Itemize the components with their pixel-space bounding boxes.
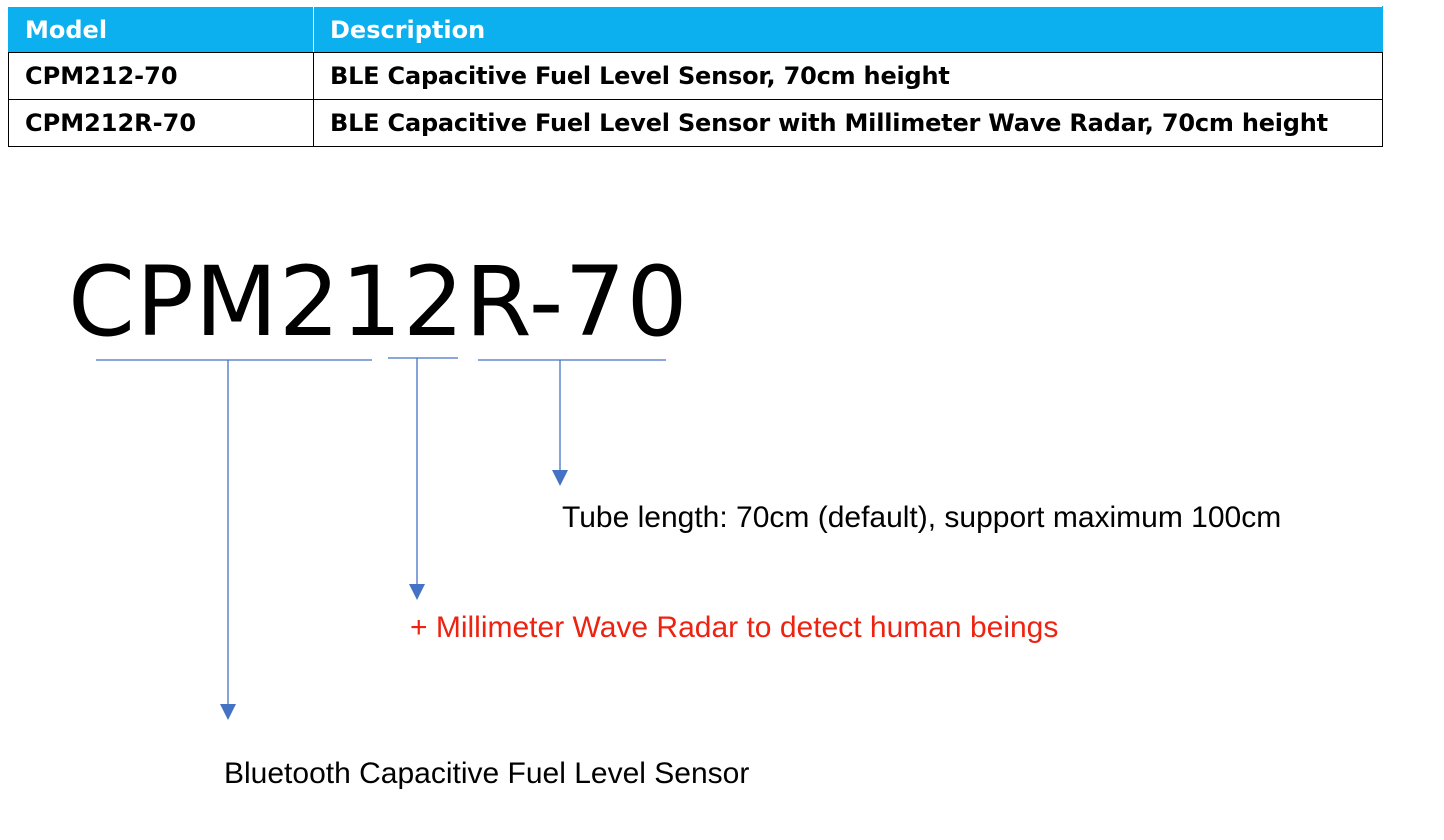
- table-header-row: Model Description: [8, 6, 1383, 53]
- cell-model: CPM212-70: [8, 52, 314, 100]
- radar-label: + Millimeter Wave Radar to detect human …: [410, 611, 1059, 644]
- arrowhead-down-icon: [552, 470, 568, 486]
- cell-model: CPM212R-70: [8, 99, 314, 147]
- bluetooth-sensor-label: Bluetooth Capacitive Fuel Level Sensor: [224, 757, 750, 790]
- table-row: CPM212R-70 BLE Capacitive Fuel Level Sen…: [8, 99, 1383, 147]
- arrowhead-down-icon: [409, 584, 425, 600]
- header-description: Description: [313, 6, 1383, 53]
- cell-description: BLE Capacitive Fuel Level Sensor with Mi…: [313, 99, 1383, 147]
- arrowhead-down-icon: [220, 704, 236, 720]
- tube-length-label: Tube length: 70cm (default), support max…: [562, 501, 1282, 534]
- model-table: Model Description CPM212-70 BLE Capaciti…: [8, 6, 1383, 147]
- header-model: Model: [8, 6, 314, 53]
- model-code-title: CPM212R-70: [68, 246, 689, 358]
